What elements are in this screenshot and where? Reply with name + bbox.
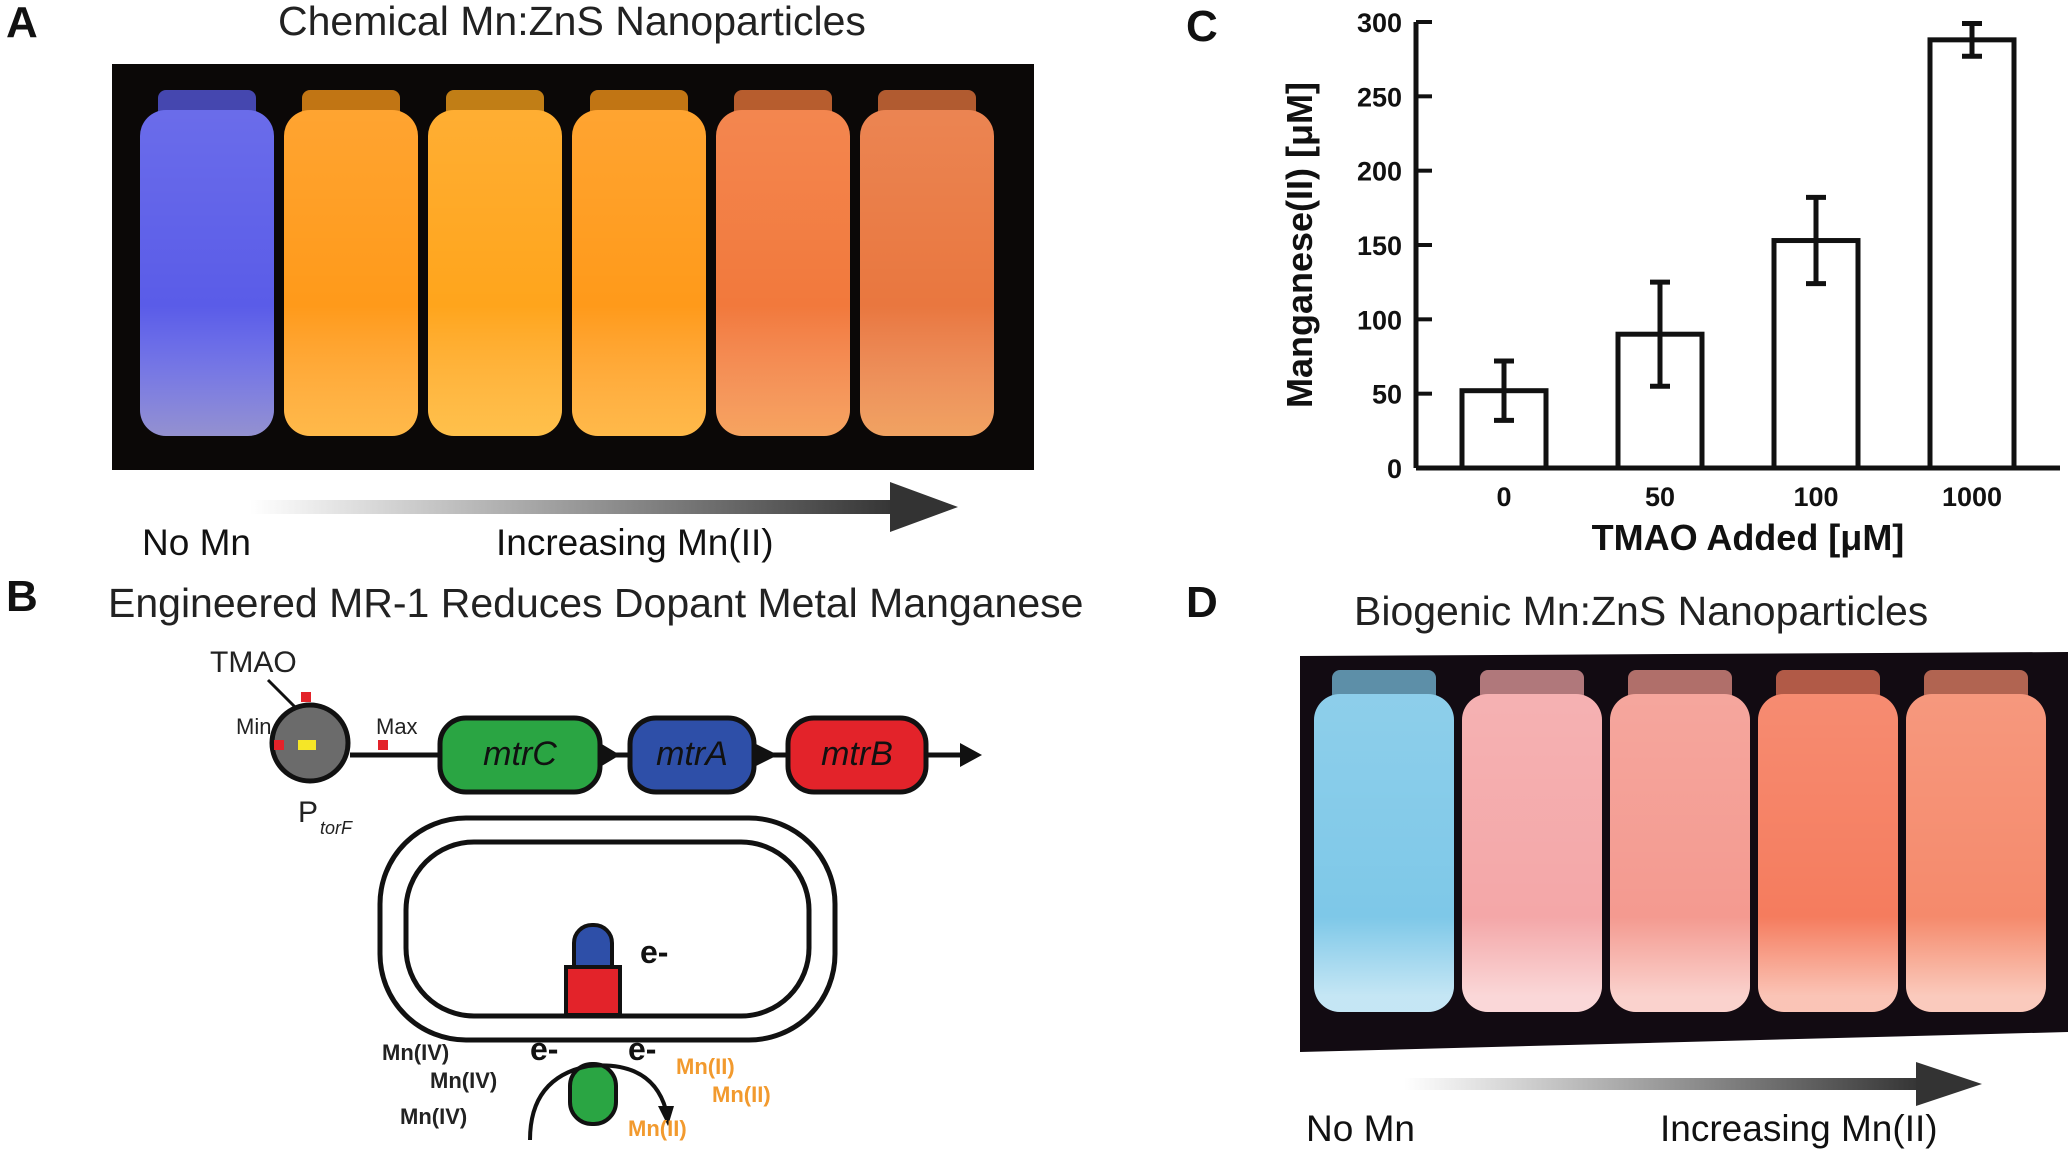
y-tick-label: 250 xyxy=(1357,82,1402,112)
vial-d-4 xyxy=(1758,670,1898,1012)
gene-mtrB-label: mtrB xyxy=(821,735,893,773)
y-axis-label: Manganese(II) [μM] xyxy=(1279,82,1320,408)
vial-a-4 xyxy=(572,90,706,436)
panel-a-left-label: No Mn xyxy=(142,522,251,563)
mn-ii-label-3: Mn(II) xyxy=(628,1116,687,1141)
vial-a-6 xyxy=(860,90,994,436)
promoter-subscript: torF xyxy=(320,818,353,838)
panel-d-gradient-arrow xyxy=(1404,1062,1982,1106)
panel-c-letter: C xyxy=(1186,2,1218,51)
x-axis-label: TMAO Added [μM] xyxy=(1592,517,1905,558)
gene-mtrC-label: mtrC xyxy=(483,735,557,773)
dial-min-label: Min xyxy=(236,714,271,739)
vial-d-2 xyxy=(1462,670,1602,1012)
mn-iv-label-2: Mn(IV) xyxy=(430,1068,497,1093)
vial-d-5 xyxy=(1906,670,2046,1012)
cell-outer-membrane xyxy=(377,815,838,1043)
electron-label-3: e- xyxy=(628,1031,656,1067)
panel-d-photo xyxy=(1300,652,2068,1052)
vial-a-1 xyxy=(140,90,274,436)
gene-mtrC: mtrC xyxy=(437,715,603,795)
y-tick-label: 200 xyxy=(1357,157,1402,187)
bar-1000 xyxy=(1927,37,2017,471)
gene-mtrA-label: mtrA xyxy=(656,735,728,773)
dial-max-label: Max xyxy=(376,714,418,739)
mtrC-protein xyxy=(568,1062,618,1126)
panel-b-letter: B xyxy=(6,572,38,621)
panel-d-right-label: Increasing Mn(II) xyxy=(1660,1108,1938,1149)
y-tick-label: 300 xyxy=(1357,8,1402,38)
mn-ii-label-2: Mn(II) xyxy=(712,1082,771,1107)
panel-d-left-label: No Mn xyxy=(1306,1108,1415,1149)
panel-a-title: Chemical Mn:ZnS Nanoparticles xyxy=(278,0,866,44)
y-tick-label: 0 xyxy=(1387,454,1402,484)
promoter-label: P xyxy=(298,796,318,829)
mn-iv-label-3: Mn(IV) xyxy=(400,1104,467,1129)
x-tick-label-50: 50 xyxy=(1645,482,1675,512)
reduction-arrow xyxy=(528,1063,668,1141)
panel-d-letter: D xyxy=(1186,578,1218,627)
vial-d-3 xyxy=(1610,670,1750,1012)
gene-mtrB: mtrB xyxy=(785,715,929,795)
vial-a-5 xyxy=(716,90,850,436)
panel-a-right-label: Increasing Mn(II) xyxy=(496,522,774,563)
x-tick-label-1000: 1000 xyxy=(1942,482,2002,512)
mn-iv-label-1: Mn(IV) xyxy=(382,1040,449,1065)
panel-b-title: Engineered MR-1 Reduces Dopant Metal Man… xyxy=(108,580,1084,626)
y-tick-label: 150 xyxy=(1357,231,1402,261)
tmao-label: TMAO xyxy=(210,646,297,679)
panel-b-diagram: TMAO Min Max P torF mtrC mtrA mtrB e- e-… xyxy=(210,646,982,1141)
y-tick-label: 50 xyxy=(1372,380,1402,410)
electron-label-2: e- xyxy=(530,1031,558,1067)
y-tick-label: 100 xyxy=(1357,305,1402,335)
gene-mtrA: mtrA xyxy=(627,715,757,795)
vial-a-3 xyxy=(428,90,562,436)
mn-ii-label-1: Mn(II) xyxy=(676,1054,735,1079)
electron-label-1: e- xyxy=(640,934,668,970)
vial-d-1 xyxy=(1314,670,1454,1012)
panel-a-photo xyxy=(112,64,1034,470)
vial-a-2 xyxy=(284,90,418,436)
panel-a-letter: A xyxy=(6,0,38,47)
panel-a-gradient-arrow xyxy=(250,482,958,532)
mtrB-protein xyxy=(564,965,622,1017)
x-tick-label-0: 0 xyxy=(1496,482,1511,512)
panel-d-title: Biogenic Mn:ZnS Nanoparticles xyxy=(1354,588,1929,634)
x-tick-label-100: 100 xyxy=(1793,482,1838,512)
